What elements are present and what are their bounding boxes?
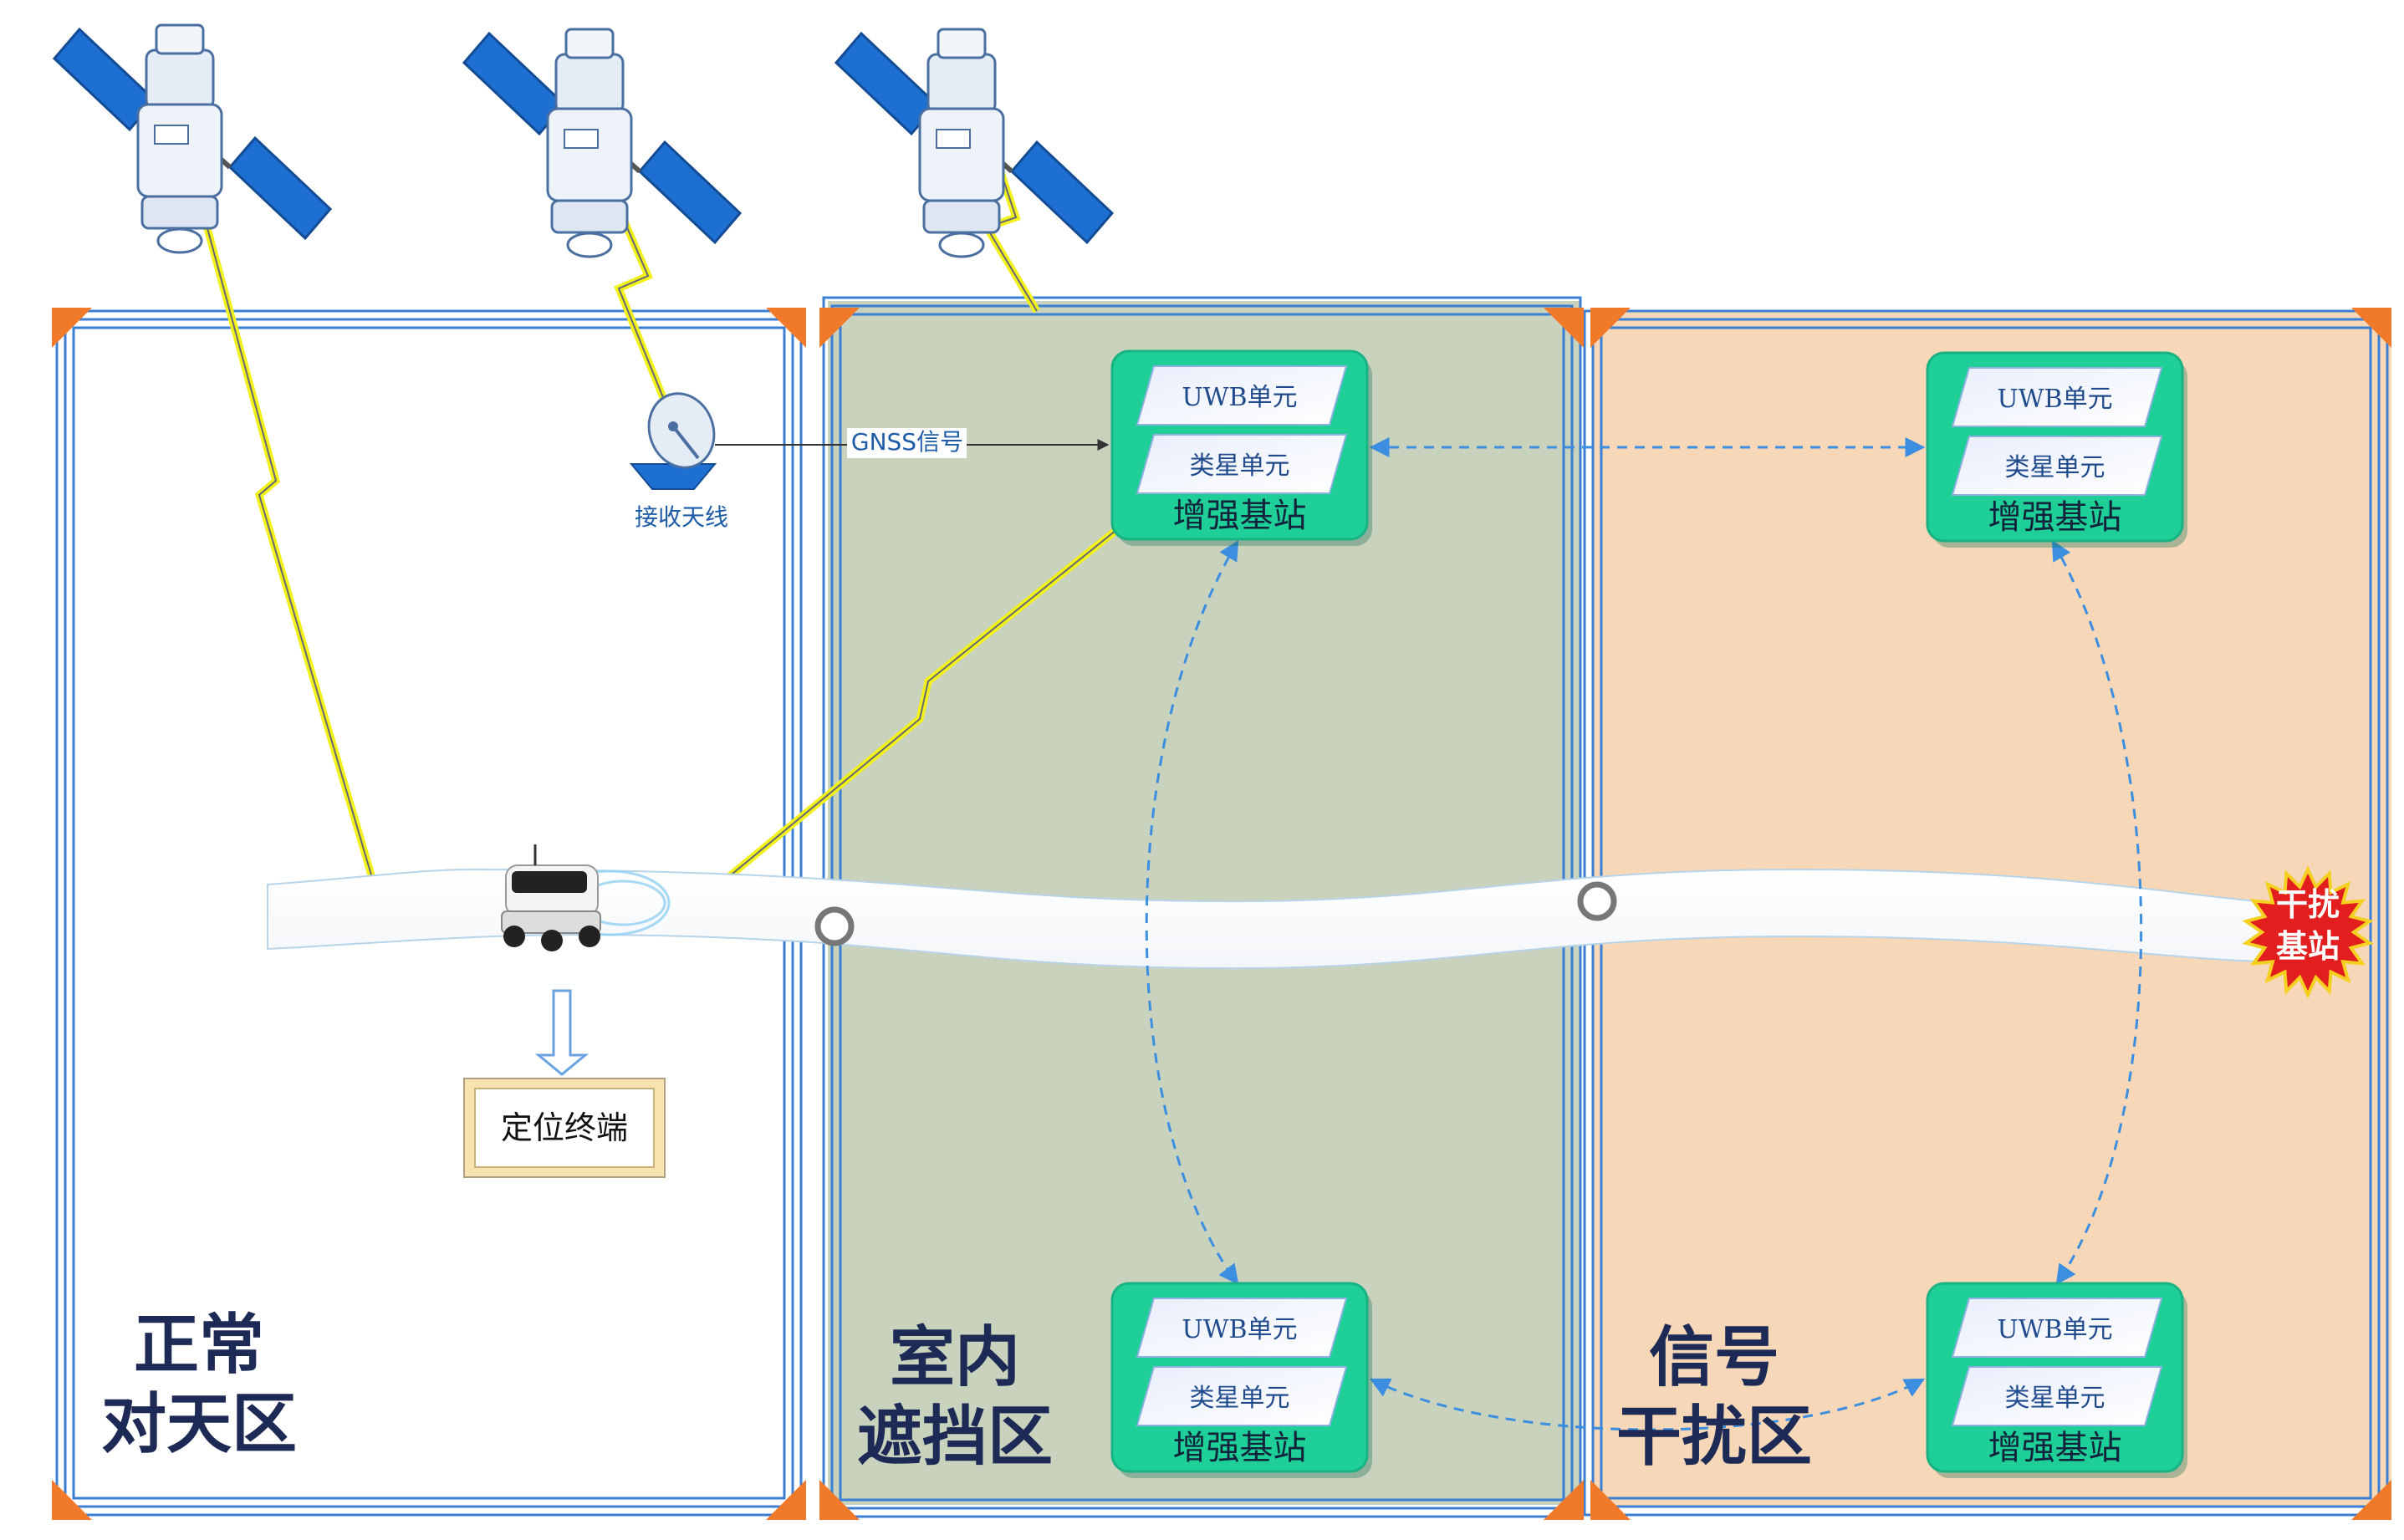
jamming-station: 干扰 基站 [2242,865,2374,999]
zone-boundary-marker [814,906,855,946]
satellite-3-icon [836,29,1112,257]
pseudolite-unit-label: 类星单元 [1190,1384,1290,1413]
uwb-unit-label: UWB单元 [1182,1315,1297,1344]
down-arrow-icon [534,989,590,1076]
link-interference-vertical [2051,539,2143,1285]
pseudolite-unit-box [1951,436,2163,496]
signal-sat1-to-road [180,140,376,880]
jammer-label-line2: 基站 [2276,928,2340,965]
gnss-signal-label: GNSS信号 [851,428,963,456]
pseudolite-unit-label: 类星单元 [2005,1384,2105,1413]
jammer-label-line1: 干扰 [2276,886,2340,923]
normal-zone-title-line1: 正常 [134,1307,264,1383]
pseudolite-unit-label: 类星单元 [1190,451,1290,481]
link-bottom-horizontal [1369,1378,1926,1431]
delivery-robot-icon [501,844,671,951]
station-name-label: 增强基站 [1173,1429,1307,1467]
uwb-unit-box [1136,1298,1348,1358]
pseudolite-unit-label: 类星单元 [2005,453,2105,482]
link-indoor-vertical [1145,539,1239,1285]
pseudolite-unit-box [1136,434,1348,494]
normal-zone-title-line2: 对天区 [101,1386,297,1462]
station-name-label: 增强基站 [1988,498,2122,537]
interference-zone-title-line1: 信号 [1649,1319,1779,1395]
uwb-unit-box [1136,365,1348,426]
station-name-label: 增强基站 [1988,1429,2122,1467]
uwb-unit-label: UWB单元 [1182,383,1297,412]
terminal-label: 定位终端 [501,1109,628,1146]
station-links [1145,437,2143,1431]
positioning-terminal: 定位终端 [463,1078,666,1178]
satellite-signals [180,140,1123,881]
gnss-label-bg [847,428,967,458]
indoor-zone-title-line2: 遮挡区 [857,1399,1053,1475]
uwb-unit-box [1951,367,2163,427]
corner-ornaments [52,308,2391,1520]
enhancement-stations: UWB单元类星单元增强基站UWB单元类星单元增强基站UWB单元类星单元增强基站U… [1110,349,2187,1478]
pseudolite-unit-box [1136,1366,1348,1426]
uwb-unit-label: UWB单元 [1997,1315,2112,1344]
satellite-2-icon [464,29,740,257]
uwb-unit-box [1951,1298,2163,1358]
receiving-antenna-icon [629,392,717,490]
satellite-1-icon [54,25,330,252]
zone-boundary-marker [1577,881,1617,921]
antenna-label: 接收天线 [635,503,728,531]
uwb-unit-label: UWB单元 [1997,385,2112,414]
interference-zone-title-line2: 干扰区 [1616,1399,1812,1475]
station-name-label: 增强基站 [1173,497,1307,535]
indoor-zone-title-line1: 室内 [890,1319,1020,1395]
pseudolite-unit-box [1951,1366,2163,1426]
